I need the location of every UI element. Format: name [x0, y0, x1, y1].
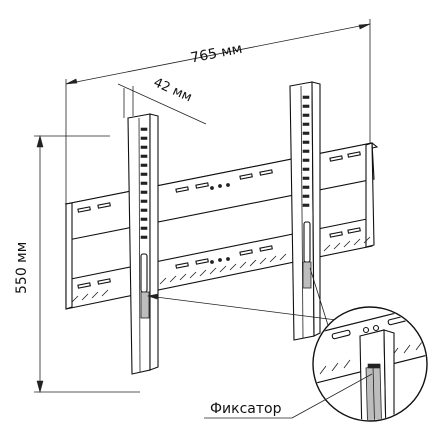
- arm-hole: [302, 104, 310, 108]
- zoom-leaders: [146, 267, 353, 339]
- arm-hole: [302, 167, 310, 171]
- arm-hole: [140, 181, 148, 185]
- left-tv-arm: [127, 113, 159, 375]
- top-rail-slots: [77, 151, 361, 213]
- arm-hole: [302, 122, 310, 126]
- rail-slot: [175, 186, 189, 193]
- rail-hole: [218, 258, 222, 262]
- height-arrow-top: [36, 134, 44, 148]
- latch-callout-leader: [291, 373, 373, 419]
- arm-hole: [302, 158, 310, 162]
- width-dimension-label: 765 мм: [189, 41, 243, 67]
- right-arm-holes: [302, 95, 310, 207]
- width-arrow-left: [65, 78, 78, 85]
- frame-top-rail: [65, 142, 375, 241]
- height-dimension-label: 550 мм: [14, 242, 30, 294]
- rail-hole: [210, 186, 214, 190]
- rail-hole: [218, 184, 222, 188]
- arm-hole: [140, 163, 148, 167]
- arm-hole: [302, 203, 310, 207]
- rail-slot: [77, 206, 91, 213]
- right-arm-long-slot: [303, 221, 311, 263]
- latch-callout: Фиксатор: [204, 373, 373, 419]
- detail-latch-edge: [372, 365, 376, 420]
- arm-hole: [140, 190, 148, 194]
- rail-slot: [329, 231, 343, 238]
- height-arrow-bottom: [36, 380, 44, 394]
- bottom-rail-slots: [77, 227, 361, 289]
- rail-slot: [329, 155, 343, 162]
- rail-slot: [259, 169, 273, 176]
- arm-hole: [140, 217, 148, 221]
- arm-hole: [302, 149, 310, 153]
- arm-hole: [140, 226, 148, 230]
- zoom-leader-left: [147, 295, 353, 323]
- detail-latch-tab: [367, 363, 381, 369]
- detail-rail-teeth: [319, 341, 423, 375]
- arm-hole: [140, 199, 148, 203]
- arm-hole: [140, 136, 148, 140]
- rail-slot: [347, 151, 361, 158]
- arm-hole: [302, 176, 310, 180]
- width-dimension-line: [65, 23, 371, 85]
- arm-hole: [140, 172, 148, 176]
- arm-hole: [140, 145, 148, 149]
- detail-arm-side: [383, 329, 395, 420]
- arm-hole: [302, 185, 310, 189]
- frame-right-end: [365, 142, 375, 248]
- rail-hole: [210, 260, 214, 264]
- rail-slot: [175, 262, 189, 269]
- rail-slot: [259, 245, 273, 252]
- frame-left-end: [65, 202, 73, 310]
- rail-hole: [226, 257, 230, 261]
- left-arm-holes: [140, 127, 148, 239]
- arm-hole: [302, 113, 310, 117]
- detail-rail-slot: [331, 329, 351, 340]
- rail-slot: [77, 282, 91, 289]
- bottom-rail-teeth: [71, 236, 371, 303]
- detail-rail-hole: [362, 326, 370, 334]
- detail-contents: [314, 308, 426, 420]
- rail-slot: [239, 249, 253, 256]
- arm-hole: [302, 95, 310, 99]
- left-arm-fold: [138, 117, 141, 373]
- rail-hole: [226, 183, 230, 187]
- right-arm-latch: [302, 261, 312, 289]
- rail-slot: [347, 227, 361, 234]
- right-tv-arm: [289, 81, 321, 341]
- width-arrow-right: [358, 23, 371, 30]
- arm-hole: [302, 131, 310, 135]
- rail-slot: [97, 278, 111, 285]
- zoom-leader-arrow-left: [146, 293, 159, 300]
- depth-dimension-label: 42 мм: [151, 75, 194, 105]
- rail-slot: [239, 173, 253, 180]
- arm-hole: [140, 154, 148, 158]
- rail-slot: [195, 258, 209, 265]
- rail-teeth-lines: [71, 236, 371, 303]
- right-arm-side: [311, 81, 321, 337]
- latch-callout-label: Фиксатор: [210, 401, 282, 417]
- rail-slot: [97, 202, 111, 209]
- detail-magnifier: [312, 306, 428, 422]
- depth-dimension: 42 мм: [117, 75, 207, 125]
- right-arm-fold: [300, 85, 304, 339]
- arm-hole: [302, 140, 310, 144]
- rail-slot: [195, 182, 209, 189]
- left-arm-latch: [140, 291, 150, 319]
- arm-hole: [140, 127, 148, 131]
- arm-hole: [140, 208, 148, 212]
- detail-rail-hole: [372, 324, 380, 332]
- left-arm-side: [149, 113, 159, 371]
- wall-frame: [64, 142, 379, 310]
- left-arm-long-slot: [140, 253, 148, 293]
- arm-hole: [302, 194, 310, 198]
- arm-hole: [140, 235, 148, 239]
- height-dimension: 550 мм: [14, 134, 140, 394]
